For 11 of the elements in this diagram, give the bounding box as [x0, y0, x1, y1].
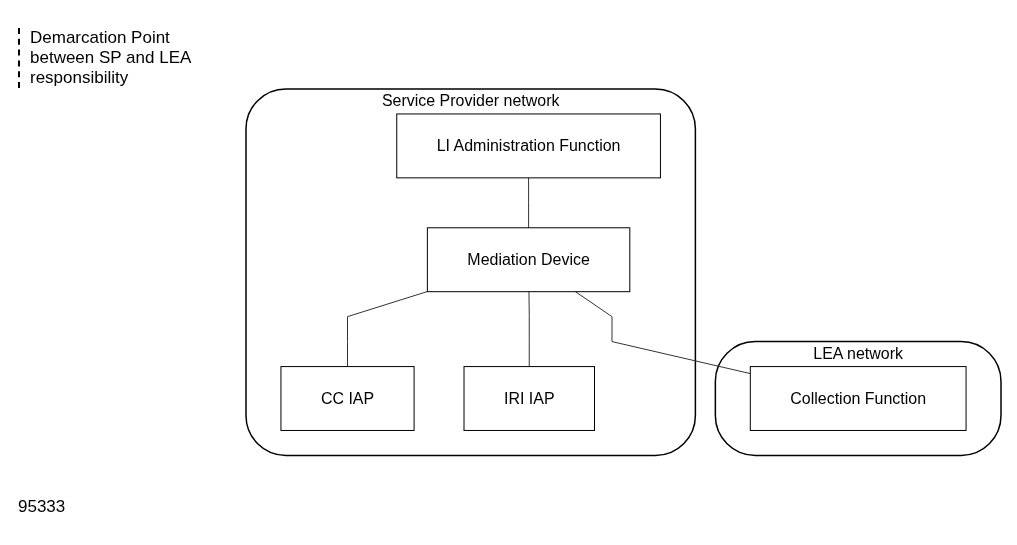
figure-number: 95333	[18, 497, 67, 517]
node-box: Mediation Device	[426, 227, 631, 293]
connector	[528, 291, 530, 368]
connector	[528, 177, 530, 229]
node-box: CC IAP	[280, 366, 415, 432]
node-box: Collection Function	[749, 366, 967, 432]
connector	[347, 291, 428, 368]
connector	[574, 291, 751, 375]
node-box: IRI IAP	[463, 366, 595, 432]
demarcation-note: Demarcation Point between SP and LEA responsibility	[18, 28, 228, 88]
node-box: LI Administration Function	[396, 113, 661, 179]
